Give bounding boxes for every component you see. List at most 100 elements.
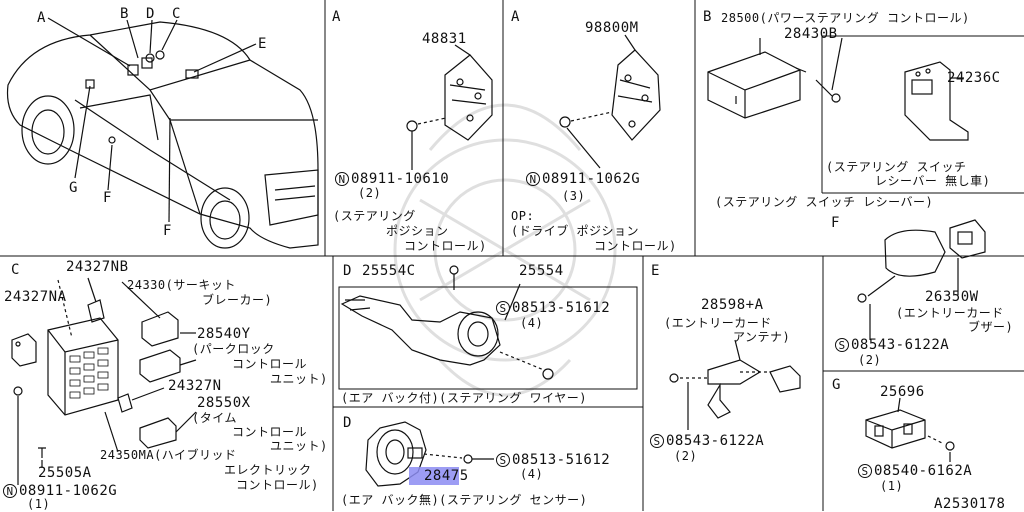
- panel-c-p3b: ブレーカー): [202, 293, 273, 307]
- panel-f-letter: F: [831, 215, 840, 231]
- car-label-f2: F: [163, 223, 172, 239]
- panel-d2-screw-qty: (4): [520, 467, 544, 481]
- car-label-a: A: [37, 10, 46, 26]
- diagram-reference: A2530178: [934, 496, 1006, 512]
- panel-g-letter: G: [832, 377, 841, 393]
- panel-c-p6b-2: コントロール: [232, 425, 308, 439]
- panel-d2-caption: (エア バック無)(ステアリング センサー): [341, 493, 588, 507]
- panel-d2-drawing: [365, 421, 494, 487]
- panel-c-p6b-1: (タイム: [192, 411, 237, 425]
- panel-a1-drawing: [406, 44, 493, 170]
- panel-c-p3: 24330(サーキット: [127, 278, 236, 292]
- panel-a2-part: 98800M: [585, 20, 639, 36]
- panel-b-note-2: レシーバー 無し車): [875, 174, 991, 188]
- screw-circle-icon: S: [496, 453, 510, 467]
- panel-a1-caption-3: コントロール): [404, 239, 487, 253]
- panel-g-screw-qty: (1): [880, 479, 904, 493]
- panel-a1-nut-code: 08911-10610: [351, 171, 450, 187]
- panel-g-drawing: [865, 397, 955, 462]
- car-label-c: C: [172, 6, 181, 22]
- panel-e-part-b2: アンテナ): [733, 330, 791, 344]
- part-highlight: [409, 467, 459, 485]
- panel-b-caption: (ステアリング スイッチ レシーバー): [715, 195, 934, 209]
- panel-a1-caption-2: ポジション: [386, 224, 449, 238]
- panel-d2-screw-code: 08513-51612: [512, 452, 611, 468]
- panel-d1-caption: (エア バック付)(ステアリング ワイヤー): [341, 391, 587, 405]
- panel-f-drawing: [857, 219, 986, 340]
- panel-b-part-main: 28500(パワーステアリング コントロール): [721, 11, 970, 25]
- car-label-e: E: [258, 36, 267, 52]
- panel-g-screw-code: 08540-6162A: [874, 463, 973, 479]
- car-label-b: B: [120, 6, 129, 22]
- panel-a1-nut-qty: (2): [358, 186, 382, 200]
- panel-c-nut-qty: (1): [27, 497, 51, 511]
- panel-f-part-b2: ブザー): [968, 320, 1014, 334]
- panel-d1-drawing: [340, 265, 554, 380]
- panel-c-letter: C: [11, 262, 20, 278]
- panel-c-p7: 24350MA(ハイブリッド: [100, 448, 237, 462]
- panel-d1-letter: D: [343, 263, 352, 279]
- panel-b-note-1: (ステアリング スイッチ: [826, 160, 967, 174]
- panel-c-p8: 25505A: [38, 465, 92, 481]
- panel-e-screw-qty: (2): [674, 449, 698, 463]
- panel-c-p4b-1: (パークロック: [192, 342, 275, 356]
- panel-c-p5: 24327N: [168, 378, 222, 394]
- panel-d2-letter: D: [343, 415, 352, 431]
- panel-f-part: 26350W: [925, 289, 979, 305]
- panel-f-screw-code: 08543-6122A: [851, 337, 950, 353]
- car-label-d: D: [146, 6, 155, 22]
- panel-c-p6: 28550X: [197, 395, 251, 411]
- screw-circle-icon: S: [858, 464, 872, 478]
- car-label-g: G: [69, 180, 78, 196]
- panel-c-drawing: [11, 277, 197, 485]
- panel-a1-part: 48831: [422, 31, 467, 47]
- panel-a2-op-label: OP:: [511, 209, 535, 223]
- screw-circle-icon: S: [650, 434, 664, 448]
- panel-f-screw-qty: (2): [858, 353, 882, 367]
- screw-circle-icon: S: [835, 338, 849, 352]
- panel-c-p6b-3: ユニット): [270, 439, 328, 453]
- screw-circle-icon: S: [496, 301, 510, 315]
- nut-circle-icon: N: [3, 484, 17, 498]
- panel-e-letter: E: [651, 263, 660, 279]
- panel-c-p4b-2: コントロール: [232, 357, 308, 371]
- panel-b-letter: B: [703, 9, 712, 25]
- panel-c-p7b-1: エレクトリック: [224, 463, 312, 477]
- panel-c-nut-code: 08911-1062G: [19, 483, 118, 499]
- nut-circle-icon: N: [526, 172, 540, 186]
- car-label-f1: F: [103, 190, 112, 206]
- panel-a1-letter: A: [332, 9, 341, 25]
- panel-d1-p2: 25554: [519, 263, 564, 279]
- panel-b-part-bracket: 24236C: [947, 70, 1001, 86]
- panel-a2-nut-qty: (3): [562, 189, 586, 203]
- panel-d1-screw-qty: (4): [520, 316, 544, 330]
- car-drawing: [6, 17, 319, 249]
- panel-d1-screw-code: 08513-51612: [512, 300, 611, 316]
- panel-a2-letter: A: [511, 9, 520, 25]
- panel-c-p2: 24327NA: [4, 289, 67, 305]
- panel-a1-caption-1: (ステアリング: [333, 209, 416, 223]
- panel-c-p7b-2: コントロール): [236, 478, 319, 492]
- panel-a2-caption-2: コントロール): [594, 239, 677, 253]
- panel-g-part: 25696: [880, 384, 925, 400]
- panel-f-part-b1: (エントリーカード: [896, 306, 1004, 320]
- panel-e-part: 28598+A: [701, 297, 764, 313]
- panel-d2-part[interactable]: 28475: [424, 468, 469, 484]
- panel-c-p1: 24327NB: [66, 259, 129, 275]
- panel-a2-drawing: [559, 34, 661, 169]
- panel-d1-p1: 25554C: [362, 263, 416, 279]
- nut-circle-icon: N: [335, 172, 349, 186]
- panel-c-p4: 28540Y: [197, 326, 251, 342]
- panel-b-drawing: [707, 37, 969, 141]
- panel-e-part-b1: (エントリーカード: [664, 316, 772, 330]
